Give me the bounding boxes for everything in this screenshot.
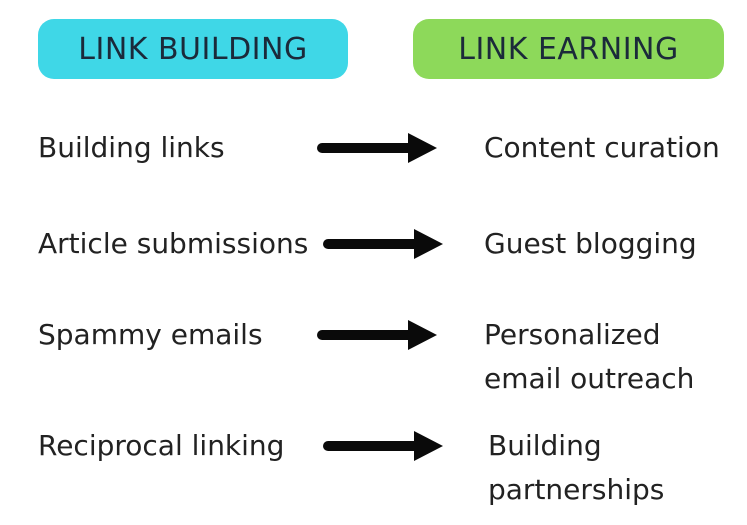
arrow-right-icon (317, 133, 437, 163)
row-1-from: Building links (38, 131, 225, 164)
arrow-right-icon (317, 320, 437, 350)
row-3-from: Spammy emails (38, 318, 263, 351)
arrow-right-icon (323, 431, 443, 461)
row-2-from: Article submissions (38, 227, 309, 260)
row-3-to: Personalized email outreach (484, 318, 695, 395)
link-building-header: LINK BUILDING (38, 19, 348, 79)
row-2-to: Guest blogging (484, 227, 697, 260)
row-4-to: Building partnerships (488, 429, 665, 506)
link-earning-header-label: LINK EARNING (458, 31, 679, 67)
row-1-to: Content curation (484, 131, 720, 164)
arrow-right-icon (323, 229, 443, 259)
row-4-from: Reciprocal linking (38, 429, 285, 462)
link-earning-header: LINK EARNING (413, 19, 724, 79)
link-building-header-label: LINK BUILDING (78, 31, 308, 67)
